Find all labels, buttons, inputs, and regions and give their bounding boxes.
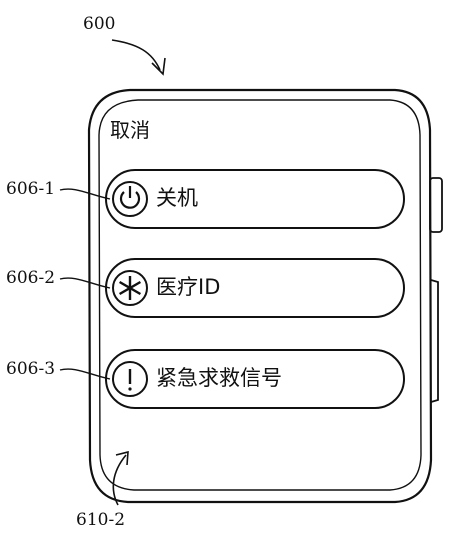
digital-crown xyxy=(429,177,443,233)
arrow-610-2-head xyxy=(115,450,129,466)
leader-606-1 xyxy=(59,188,111,200)
side-button xyxy=(430,279,439,403)
leader-606-3 xyxy=(59,368,111,380)
arrow-610-2 xyxy=(112,454,127,506)
ref-label-610-2: 610-2 xyxy=(76,510,126,530)
medical-id-button-label[interactable]: 医疗ID xyxy=(156,275,221,299)
ref-label-606-2: 606-2 xyxy=(6,268,56,288)
leader-606-2 xyxy=(59,277,111,289)
ref-label-606-1: 606-1 xyxy=(6,179,56,199)
medical-asterisk-icon xyxy=(112,270,148,306)
watch-outer-outline xyxy=(87,88,433,504)
power-off-button-label[interactable]: 关机 xyxy=(156,186,198,210)
button-pill-3 xyxy=(105,349,405,409)
arrow-600-head xyxy=(151,57,166,76)
cancel-button[interactable]: 取消 xyxy=(110,118,150,142)
ref-label-600: 600 xyxy=(83,14,116,34)
ref-label-606-3: 606-3 xyxy=(6,359,56,379)
button-pill-1 xyxy=(105,169,405,229)
arrow-600 xyxy=(111,39,161,71)
emergency-sos-button-label[interactable]: 紧急求救信号 xyxy=(156,366,282,390)
power-icon xyxy=(112,181,148,217)
exclamation-icon xyxy=(112,361,148,397)
watch-screen-outline xyxy=(98,99,422,491)
button-pill-2 xyxy=(105,258,405,318)
